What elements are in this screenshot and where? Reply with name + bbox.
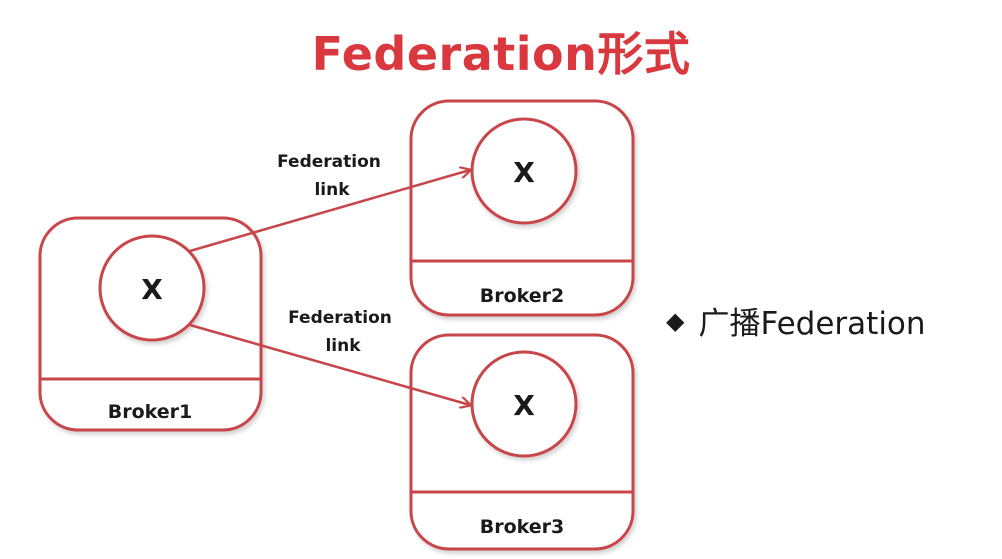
slide-title: Federation形式 [311,27,691,81]
diamond-bullet-icon: ◆ [666,306,685,335]
link2-label-line2: link [325,336,361,356]
broker1-exchange-circle [98,234,206,342]
broker2-node: X Broker2 [409,99,635,317]
link2-label-line1: Federation [288,308,392,328]
link1-label-line1: Federation [277,152,381,172]
broker1-node: X Broker1 [38,216,263,432]
broker2-label: Broker2 [480,285,565,307]
broker1-exchange-label: X [141,273,163,306]
broker3-label: Broker3 [480,516,565,538]
federation-link-arrow-2 [189,323,470,405]
broker2-exchange-label: X [513,156,535,189]
broker3-node: X Broker3 [409,333,635,551]
bullet-text: 广播Federation [698,306,926,342]
federation-link-arrow-1 [189,170,470,253]
broker3-exchange-label: X [513,389,535,422]
bullet-point: ◆ 广播Federation [666,298,926,343]
link1-label-line2: link [314,180,350,200]
broker1-label: Broker1 [108,401,193,423]
